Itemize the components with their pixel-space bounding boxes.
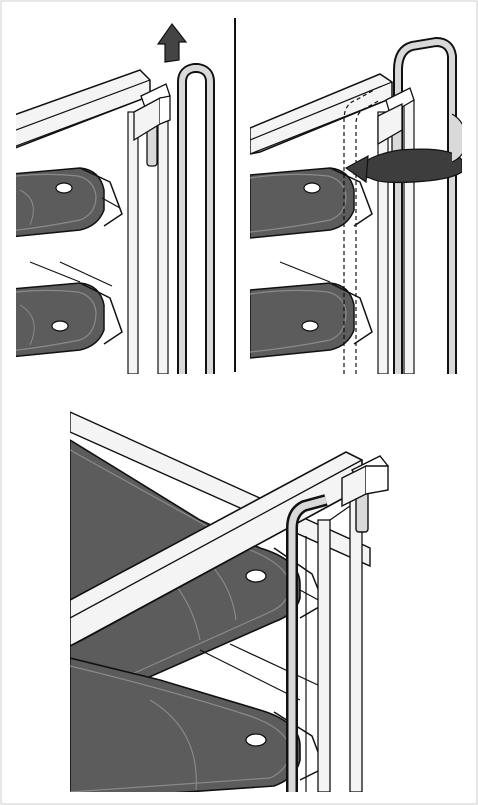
tray-upper — [250, 167, 373, 239]
hook-bracket — [133, 83, 171, 167]
u-rod — [177, 63, 215, 374]
tray-hole — [303, 182, 321, 194]
u-rod — [286, 494, 328, 792]
panel-step-3 — [70, 411, 390, 792]
tray-lower — [70, 643, 325, 792]
panel-step-2 — [250, 37, 462, 374]
u-rod — [393, 37, 457, 374]
tray-hole — [55, 182, 73, 194]
ghost-rod-outline — [343, 89, 381, 374]
tray-upper — [16, 167, 123, 238]
tray-lower — [250, 261, 373, 359]
hook-bracket — [341, 455, 390, 533]
tray-hole — [51, 320, 69, 332]
hook-bracket — [377, 87, 415, 163]
rotate-arrow-icon — [344, 113, 462, 184]
panel-step-1 — [16, 63, 215, 374]
top-frame-bar — [250, 73, 393, 155]
tray-hole — [245, 569, 267, 583]
tray-hole — [245, 733, 267, 747]
up-arrow-icon — [156, 22, 188, 63]
tray-lower — [16, 261, 123, 358]
tray-hole — [301, 320, 319, 332]
